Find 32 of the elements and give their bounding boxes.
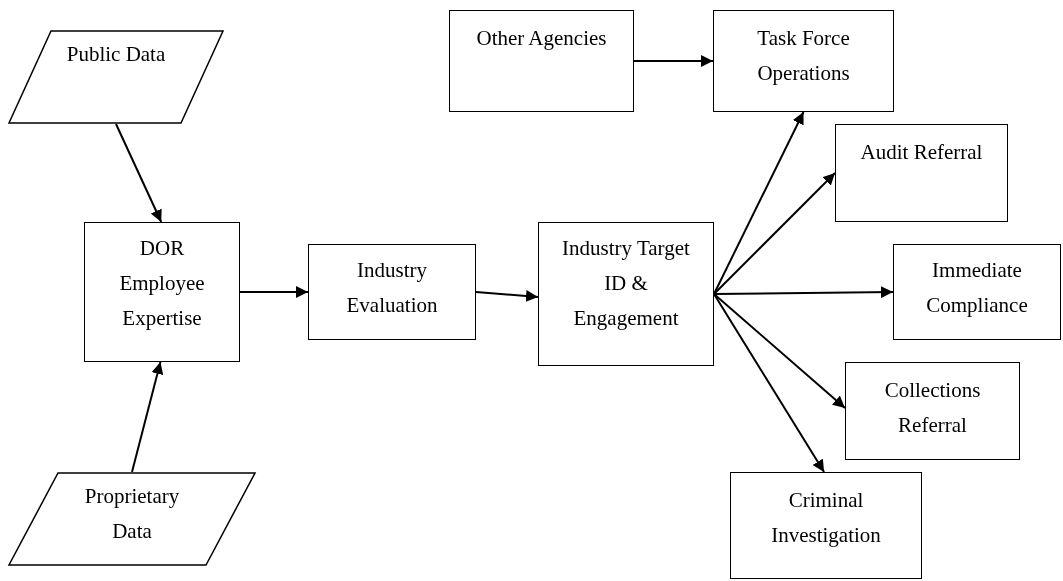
process-box (84, 222, 240, 362)
arrow (713, 286, 894, 299)
node-label: Task Force Operations (756, 25, 851, 87)
data-parallelogram (8, 472, 256, 566)
data-parallelogram (8, 30, 224, 124)
process-box (730, 472, 922, 579)
arrow (713, 172, 836, 295)
arrow (713, 293, 826, 473)
process-box (835, 124, 1008, 222)
arrow (633, 55, 714, 67)
node-label: Public Data (66, 41, 166, 68)
node-label: Industry Evaluation (345, 257, 439, 319)
process-box (713, 10, 894, 112)
node-label: Immediate Compliance (925, 257, 1029, 319)
process-box (449, 10, 634, 112)
process-box (538, 222, 714, 366)
arrow (713, 293, 846, 410)
node-label: Collections Referral (883, 377, 982, 439)
node-label: Proprietary Data (83, 483, 181, 545)
node-label: Criminal Investigation (770, 487, 882, 549)
arrow (115, 123, 163, 223)
arrow (131, 361, 164, 473)
node-label: Other Agencies (476, 25, 607, 52)
process-box (308, 244, 476, 340)
node-label: Audit Referral (860, 139, 983, 166)
process-box (845, 362, 1020, 460)
process-box (893, 244, 1061, 340)
arrow (239, 286, 309, 298)
arrow (475, 289, 539, 302)
node-label: DOR Employee Expertise (118, 235, 206, 332)
arrow (713, 111, 805, 295)
node-label: Industry Target ID & Engagement (561, 235, 691, 332)
